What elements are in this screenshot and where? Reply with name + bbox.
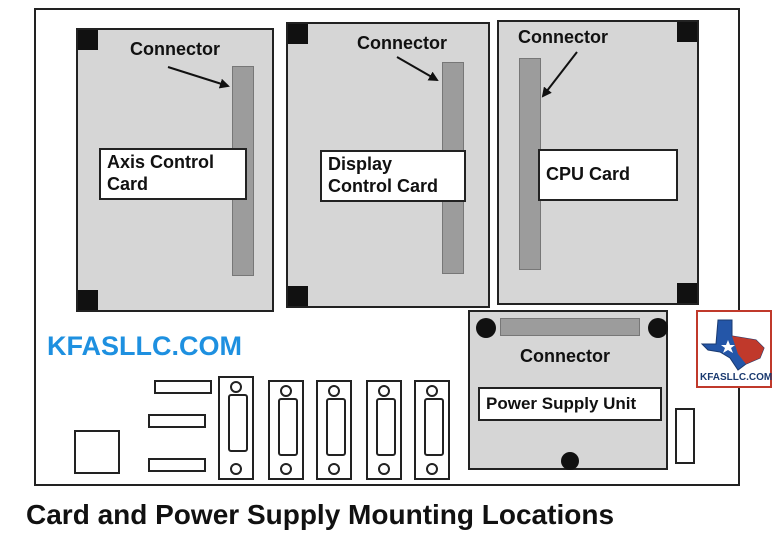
- dsub-port: [268, 380, 304, 480]
- mount-corner: [78, 30, 98, 50]
- axis-control-card: Axis Control Card: [76, 28, 274, 312]
- psu-connector: [500, 318, 640, 336]
- figure-caption: Card and Power Supply Mounting Locations: [26, 499, 615, 530]
- mount-hole: [648, 318, 668, 338]
- slot-component: [154, 380, 212, 394]
- psu-label: Power Supply Unit: [478, 387, 662, 421]
- psu-connector-label: Connector: [520, 346, 610, 366]
- axis-connector-label: Connector: [130, 39, 220, 59]
- small-right-component: [675, 408, 695, 464]
- dsub-port: [366, 380, 402, 480]
- dsub-port: [414, 380, 450, 480]
- mount-hole: [561, 452, 579, 470]
- dsub-port: [316, 380, 352, 480]
- kfasllc-logo: KFASLLC.COM: [696, 310, 772, 388]
- texas-flag-icon: [700, 319, 765, 371]
- mount-corner: [677, 283, 697, 303]
- cpu-card: CPU Card: [497, 20, 699, 305]
- mount-corner: [288, 286, 308, 306]
- cpu-card-label: CPU Card: [538, 149, 678, 201]
- display-control-card: Display Control Card: [286, 22, 490, 308]
- dsub-port: [218, 376, 254, 480]
- square-component: [74, 430, 120, 474]
- power-supply-unit: Connector Power Supply Unit: [468, 310, 668, 470]
- display-connector-label: Connector: [357, 33, 447, 53]
- mount-corner: [78, 290, 98, 310]
- cpu-connector-label: Connector: [518, 27, 608, 47]
- slot-component: [148, 414, 206, 428]
- slot-component: [148, 458, 206, 472]
- axis-control-card-label: Axis Control Card: [99, 148, 247, 200]
- mount-hole: [476, 318, 496, 338]
- kfasllc-watermark: KFASLLC.COM: [47, 331, 242, 361]
- display-control-card-label: Display Control Card: [320, 150, 466, 202]
- mount-corner: [288, 24, 308, 44]
- logo-text: KFASLLC.COM: [700, 372, 773, 383]
- mount-corner: [677, 22, 697, 42]
